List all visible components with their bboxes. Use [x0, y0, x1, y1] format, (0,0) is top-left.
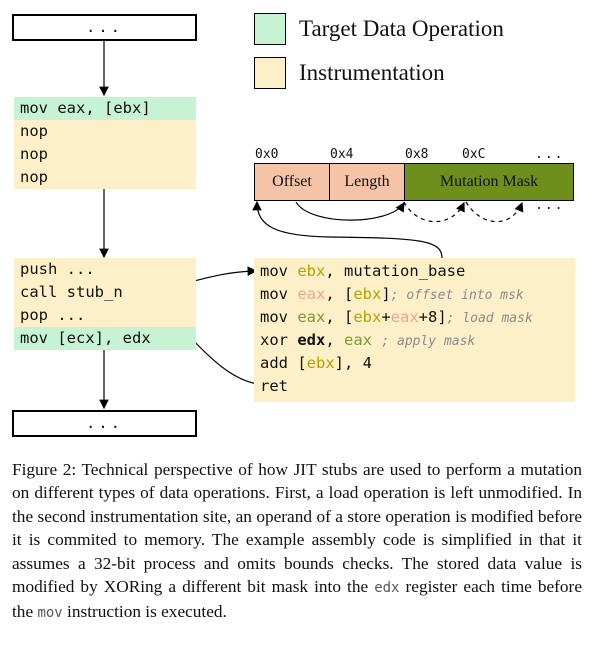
separator: ], 4	[334, 354, 372, 372]
address-label: 0x4	[330, 147, 354, 162]
address-label: 0x0	[255, 147, 279, 162]
register-eax: eax	[297, 285, 326, 303]
register-eax: eax	[344, 331, 372, 349]
code-line: call stub_n	[14, 281, 196, 304]
separator: , [	[325, 285, 354, 303]
caption-code: mov	[37, 605, 63, 622]
legend-swatch-target	[254, 13, 286, 45]
memory-field-mutation-mask: Mutation Mask	[404, 163, 574, 201]
arrow-mask-dashed-1	[403, 201, 465, 223]
separator: ,	[325, 262, 344, 280]
code-line: mov eax, [ebx]	[14, 97, 196, 120]
code-line: nop	[14, 166, 196, 189]
stub-line-3: mov eax, [ebx+eax+8]; load mask	[254, 306, 575, 329]
code-line: push ...	[14, 258, 196, 281]
memory-field-offset: Offset	[254, 163, 330, 201]
comment: ; offset into msk	[390, 288, 524, 303]
address-label: 0xC	[462, 147, 486, 162]
operand: mutation_base	[344, 262, 466, 280]
memory-field-length: Length	[329, 163, 405, 201]
arrow-ebx-to-offset	[252, 200, 443, 259]
legend-label-target: Target Data Operation	[299, 16, 504, 41]
opcode: mov	[260, 262, 298, 280]
stub-line-6: ret	[254, 375, 575, 398]
register-ebx: ebx	[297, 262, 326, 280]
legend-label-instrumentation: Instrumentation	[299, 60, 445, 85]
code-line: mov [ecx], edx	[14, 327, 196, 350]
register-eax: eax	[390, 308, 419, 326]
stub-line-2: mov eax, [ebx]; offset into msk	[254, 283, 575, 306]
caption-text: register each time before the	[12, 577, 582, 622]
stub-line-4: xor edx, eax ; apply mask	[254, 329, 575, 352]
bottom-ellipsis-box: ...	[12, 410, 197, 437]
code-line: pop ...	[14, 304, 196, 327]
caption-text: Figure 2: Technical perspective of how J…	[12, 460, 582, 597]
opcode: add [	[260, 354, 307, 372]
separator: +8]	[418, 308, 447, 326]
code-line: nop	[14, 143, 196, 166]
arrow-mask-dashed-2	[465, 201, 524, 223]
address-label: 0x8	[405, 147, 429, 162]
arrow-offset-to-mask	[295, 201, 405, 221]
comment: ; apply mask	[381, 334, 476, 349]
caption-text: instruction is executed.	[62, 602, 227, 622]
register-edx: edx	[297, 331, 326, 349]
separator: ,	[325, 331, 344, 349]
top-ellipsis-box: ...	[12, 14, 197, 41]
register-ebx: ebx	[306, 354, 335, 372]
stub-line-5: add [ebx], 4	[254, 352, 575, 375]
register-ebx: ebx	[353, 285, 382, 303]
stub-line-1: mov ebx, mutation_base	[254, 260, 575, 283]
separator: , [	[325, 308, 354, 326]
caption-code: edx	[374, 580, 400, 597]
opcode: ret	[260, 377, 288, 395]
figure-caption: Figure 2: Technical perspective of how J…	[12, 458, 582, 626]
instrumentation-site-2: push ... call stub_n pop ... mov [ecx], …	[14, 258, 196, 350]
jit-stub-code: mov ebx, mutation_base mov eax, [ebx]; o…	[254, 258, 575, 402]
code-line: nop	[14, 120, 196, 143]
opcode: xor	[260, 331, 298, 349]
memory-trailing-ellipsis: ...	[535, 198, 565, 213]
opcode: mov	[260, 285, 298, 303]
legend-swatch-instrumentation	[254, 57, 286, 89]
separator: +	[381, 308, 391, 326]
separator: ]	[381, 285, 391, 303]
register-ebx: ebx	[353, 308, 382, 326]
comment: ; load mask	[446, 311, 533, 326]
address-label: ...	[535, 147, 565, 162]
instrumentation-site-1: mov eax, [ebx] nop nop nop	[14, 97, 196, 189]
register-eax: eax	[297, 308, 326, 326]
opcode: mov	[260, 308, 298, 326]
